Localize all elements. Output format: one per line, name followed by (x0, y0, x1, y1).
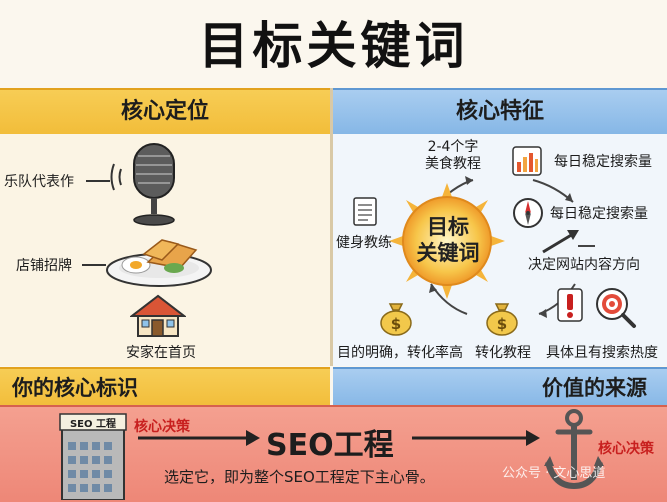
center-line-1: 目标 (427, 215, 469, 239)
arrow-icon (412, 430, 540, 446)
page-title: 目标关键词 (198, 17, 469, 75)
core-positioning-header: 核心定位 (0, 88, 330, 136)
left-decision-tag: 核心决策 (134, 419, 190, 435)
feature-label-conversion-tutorial: 转化教程 (475, 345, 531, 361)
arrow-icon (138, 430, 260, 446)
bottom-caption: 选定它，即为整个SEO工程定下主心骨。 (164, 468, 435, 486)
value-source-title: 价值的来源 (542, 376, 647, 400)
feature-label-daily-volume-1: 每日稳定搜索量 (554, 154, 652, 170)
value-source-header: 价值的来源 (333, 367, 667, 407)
building-sign: SEO 工程 (69, 419, 116, 430)
top-feature-line-1: 2-4个字 (427, 139, 479, 155)
dish-icon (106, 239, 212, 287)
house-icon (130, 294, 186, 337)
compass-icon (513, 198, 543, 228)
feature-label-clear-goal: 目的明确，转化率高 (337, 345, 463, 361)
feature-label-daily-volume-2: 每日稳定搜索量 (550, 206, 648, 222)
document-icon (353, 197, 377, 226)
core-positioning-title: 核心定位 (120, 99, 209, 124)
search-target-icon (596, 288, 636, 328)
building-icon (59, 413, 127, 500)
right-decision-tag: 核心决策 (598, 441, 654, 457)
core-features-title: 核心特征 (455, 99, 544, 124)
center-line-2: 关键词 (416, 241, 480, 265)
sun-icon (389, 183, 505, 299)
feature-label-direction: 决定网站内容方向 (528, 257, 640, 273)
core-identity-header: 你的核心标识 (0, 367, 330, 407)
svg-text:$: $ (391, 315, 401, 333)
positioning-item-home-label: 安家在首页 (126, 345, 196, 361)
bar-chart-icon (512, 146, 542, 176)
anchor-icon (544, 409, 604, 490)
microphone-icon (110, 143, 175, 226)
svg-text:$: $ (497, 315, 507, 333)
core-identity-title: 你的核心标识 (12, 376, 138, 400)
money-bag-icon: $ (486, 303, 518, 336)
connector-line (82, 264, 106, 266)
exclamation-icon (557, 288, 583, 322)
center-target-keyword: 目标 关键词 (412, 214, 484, 266)
core-features-header: 核心特征 (333, 88, 667, 136)
top-feature-line-2: 美食教程 (425, 156, 481, 172)
positioning-item-shop-label: 店铺招牌 (16, 258, 72, 274)
top-feature-label: 2-4个字 美食教程 (421, 139, 485, 173)
seo-project-label: SEO工程 (266, 428, 394, 463)
connector-line (86, 180, 110, 182)
section-divider (330, 88, 333, 366)
watermark: 公众号 · 文心思道 (502, 466, 606, 481)
feature-label-fitness: 健身教练 (336, 235, 392, 251)
money-bag-icon: $ (380, 303, 412, 336)
positioning-item-band-label: 乐队代表作 (4, 174, 74, 190)
feature-label-specific-hot: 具体且有搜索热度 (546, 345, 658, 361)
